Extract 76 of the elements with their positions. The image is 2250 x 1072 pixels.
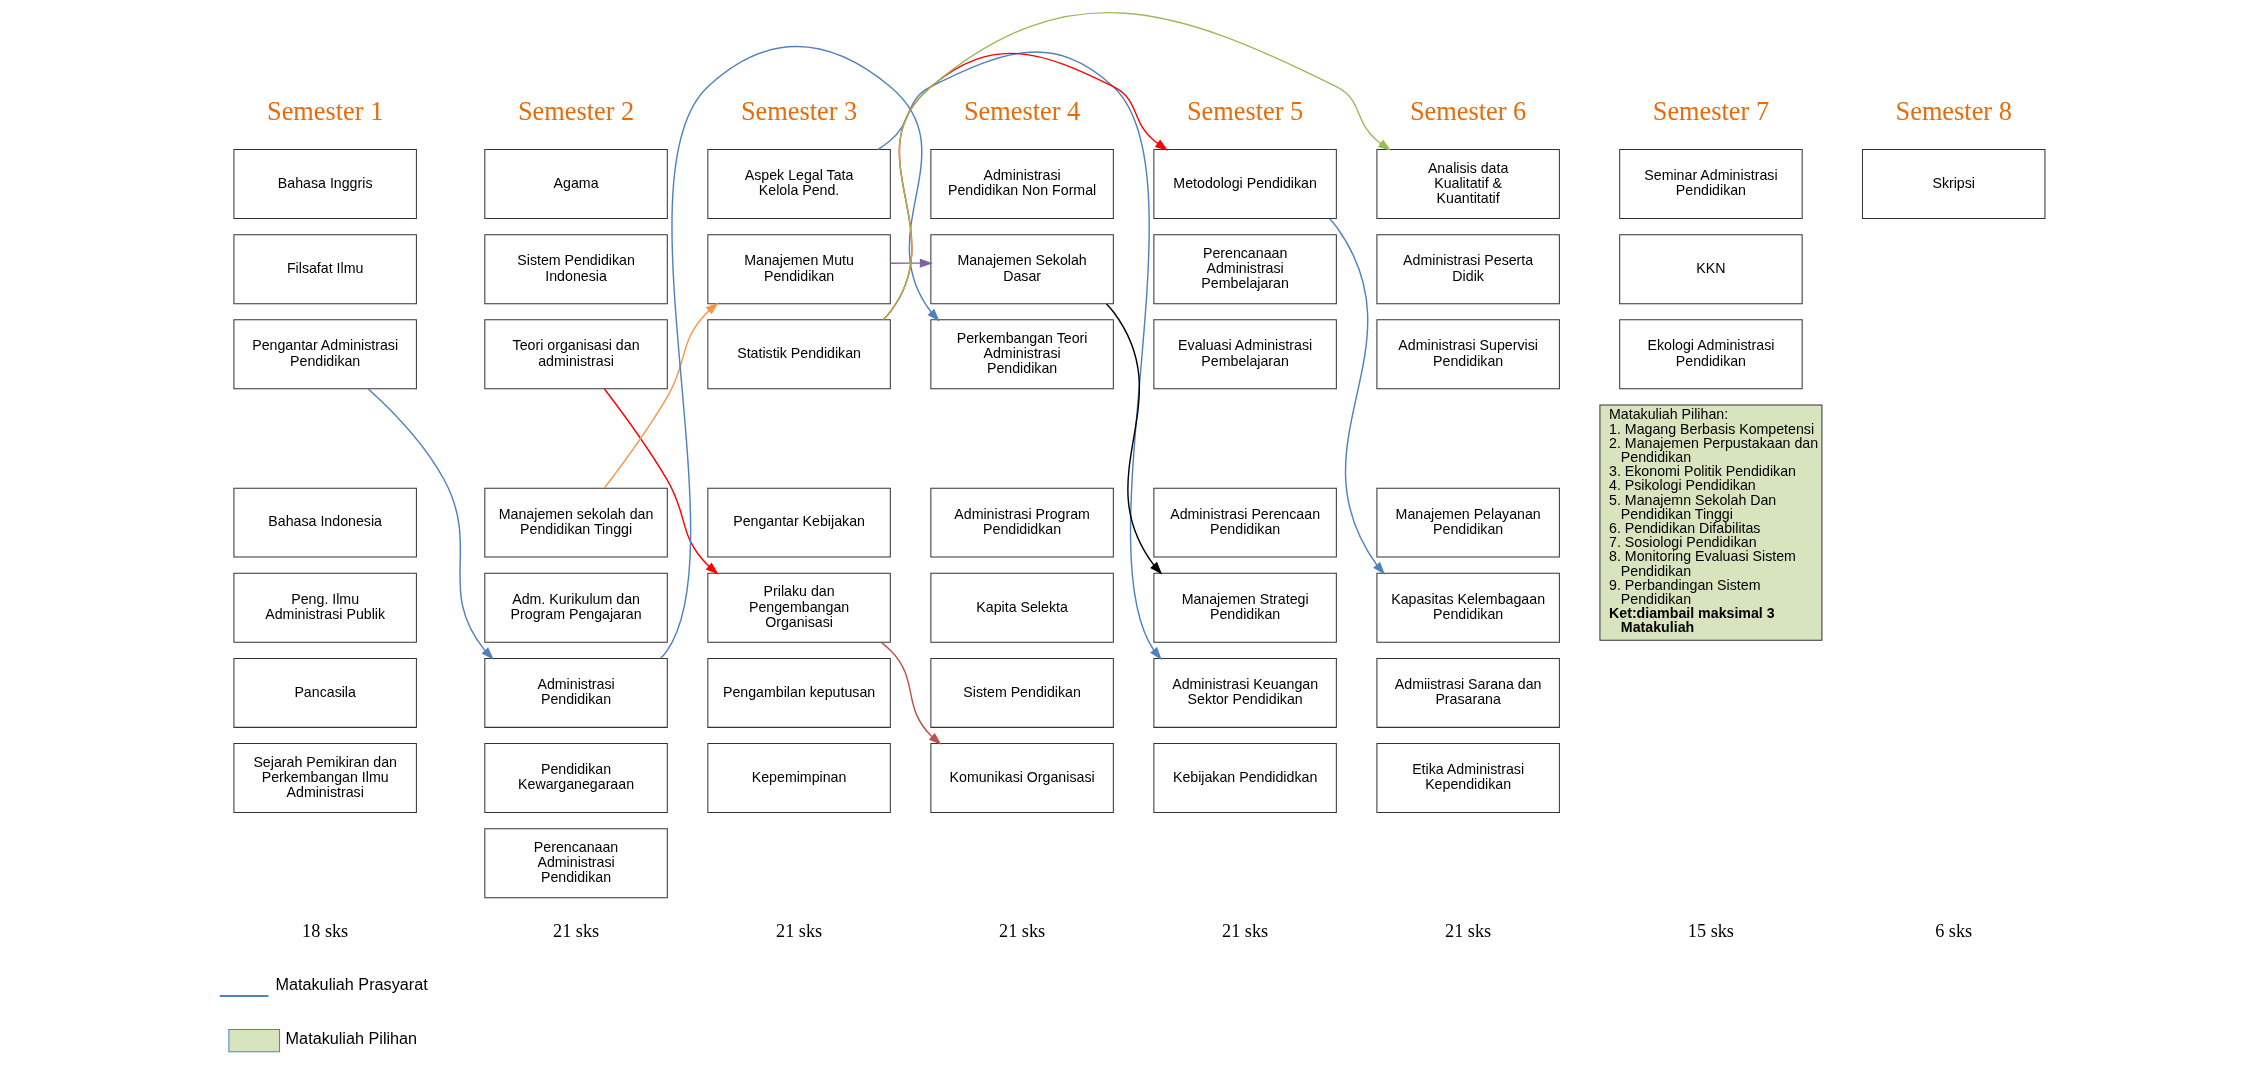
node-box: Perkembangan Teori Administrasi Pendidikan	[929, 319, 1114, 390]
label: Semester 8	[1895, 97, 2012, 127]
label: 21 sks	[998, 920, 1045, 941]
node-box: Kapita Selekta	[929, 572, 1114, 643]
arrow	[876, 51, 1162, 661]
label: Semester 3	[740, 97, 857, 127]
node-box: Skripsi	[1861, 149, 2045, 219]
arrow	[659, 45, 940, 660]
legend-label: Matakuliah Prasyarat	[274, 974, 428, 993]
label: Semester 5	[1186, 97, 1303, 127]
label: Semester 7	[1652, 97, 1769, 127]
node-box: Bahasa Inggris	[232, 149, 417, 219]
node-box: Perencanaan Administrasi Pendidikan	[483, 828, 668, 899]
node-box: Admiistrasi Sarana dan Prasarana	[1375, 657, 1560, 728]
node-box: Agama	[483, 149, 668, 219]
node-box: Pengantar Kebijakan	[706, 487, 891, 558]
label: 15 sks	[1687, 920, 1734, 941]
arrow	[1105, 303, 1162, 575]
node-box: Sistem Pendidikan Indonesia	[483, 234, 668, 305]
node-box: Evaluasi Administrasi Pembelajaran	[1152, 319, 1337, 390]
arrow	[603, 302, 719, 489]
node-box: Manajemen sekolah dan Pendidikan Tinggi	[483, 487, 668, 558]
node-box: Metodologi Pendidikan	[1152, 149, 1337, 219]
node-box: Matakuliah Pilihan: 1. Magang Berbasis Kompetensi 2. Manajemen Perpustakaan dan Pendidikan 3. Ekonomi Politik Pendidikan 4. Psikologi Pendidikan 5. Manajemn Sekolah Dan Pendidikan Tinggi 6. Pendidikan Difabilitas 7. Sosiologi Pendidikan 8. Monitoring Evaluasi Sistem Pendidikan 9. Perbandingan Sistem Pendidikan Ket:diambail maksimal 3 Matakuliah	[1598, 404, 1822, 641]
arrow	[889, 258, 933, 268]
node-box: Pendidikan Kewarganegaraan	[483, 743, 668, 814]
node-box: Prilaku dan Pengembangan Organisasi	[706, 572, 891, 643]
node-box: Administrasi Supervisi Pendidikan	[1375, 319, 1560, 390]
node-box: Seminar Administrasi Pendidikan	[1618, 149, 1803, 219]
node-box: Administrasi Pendidikan	[483, 657, 668, 728]
node-box: Manajemen Mutu Pendidikan	[706, 234, 891, 305]
node-box: KKN	[1618, 234, 1803, 305]
legend-label: Matakuliah Pilihan	[285, 1029, 417, 1048]
label: 21 sks	[1221, 920, 1268, 941]
arrow	[603, 388, 719, 575]
node-box: Manajemen Strategi Pendidikan	[1152, 572, 1337, 643]
node-box: Administrasi Peserta Didik	[1375, 234, 1560, 305]
node-box: Administrasi Program Pendididkan	[929, 487, 1114, 558]
label: 6 sks	[1934, 920, 1972, 941]
node-box: Etika Administrasi Kependidikan	[1375, 743, 1560, 814]
label: 21 sks	[1444, 920, 1491, 941]
node-box: Perencanaan Administrasi Pembelajaran	[1152, 234, 1337, 305]
node-box: Kepemimpinan	[706, 743, 891, 814]
label: Semester 6	[1409, 97, 1526, 127]
node-box: Teori organisasi dan administrasi	[483, 319, 668, 390]
node-box: Administrasi Perencaan Pendidikan	[1152, 487, 1337, 558]
node-box: Analisis data Kualitatif & Kuantitatif	[1375, 149, 1560, 219]
node-box: Pengantar Administrasi Pendidikan	[232, 319, 417, 390]
label: Semester 4	[963, 97, 1080, 127]
node-box: Adm. Kurikulum dan Program Pengajaran	[483, 572, 668, 643]
label: 21 sks	[775, 920, 822, 941]
node-box: Sistem Pendidikan	[929, 657, 1114, 728]
node-box: Administrasi Keuangan Sektor Pendidikan	[1152, 657, 1337, 728]
node-box: Administrasi Pendidikan Non Formal	[929, 149, 1114, 219]
node-box: Manajemen Sekolah Dasar	[929, 234, 1114, 305]
node-box: Kapasitas Kelembagaan Pendidikan	[1375, 572, 1560, 643]
node-box: Statistik Pendidikan	[706, 319, 891, 390]
node-box: Manajemen Pelayanan Pendidikan	[1375, 487, 1560, 558]
arrow	[367, 388, 494, 660]
node-box: Kebijakan Pendididkan	[1152, 743, 1337, 814]
node-box: Pengambilan keputusan	[706, 657, 891, 728]
node-box: Bahasa Indonesia	[232, 487, 417, 558]
node-box: Aspek Legal Tata Kelola Pend.	[706, 149, 891, 219]
node-box: Pancasila	[232, 657, 417, 728]
arrow	[880, 641, 942, 745]
arrow	[881, 12, 1391, 321]
label: Semester 1	[266, 97, 383, 127]
arrow	[1328, 218, 1385, 575]
node-box: Komunikasi Organisasi	[929, 743, 1114, 814]
label: 18 sks	[301, 920, 348, 941]
node-box: Filsafat Ilmu	[232, 234, 417, 305]
node-box: Sejarah Pemikiran dan Perkembangan Ilmu Administrasi	[232, 743, 417, 814]
label: Semester 2	[517, 97, 634, 127]
node-box: Peng. Ilmu Administrasi Publik	[232, 572, 417, 643]
label: 21 sks	[552, 920, 599, 941]
node-box: Ekologi Administrasi Pendidikan	[1618, 319, 1803, 390]
